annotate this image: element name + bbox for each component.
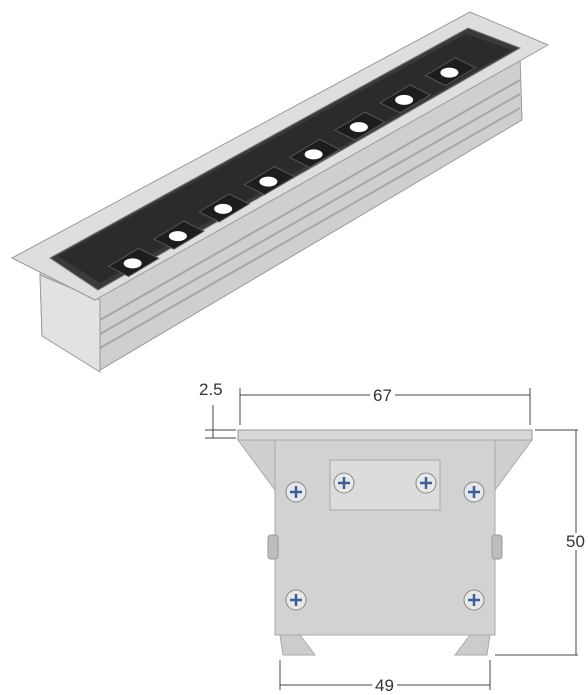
side-knob-left xyxy=(267,534,279,560)
led-array xyxy=(107,57,477,277)
end-view-mounting-plate xyxy=(329,459,441,511)
dim-top-width: 67 xyxy=(370,387,395,404)
screw-icon xyxy=(285,481,307,503)
luminaire-fins xyxy=(99,79,521,349)
dim-bottom-width: 49 xyxy=(372,677,397,694)
led-emitter xyxy=(440,67,459,78)
screw-icon xyxy=(463,481,485,503)
dim-height: 50 xyxy=(563,533,588,550)
side-knob-right xyxy=(491,534,503,560)
screw-icon xyxy=(333,472,355,494)
end-view-left-foot xyxy=(279,634,316,656)
led-emitter xyxy=(214,203,233,214)
led-emitter xyxy=(123,258,142,269)
screws xyxy=(285,472,485,611)
dim-flange: 2.5 xyxy=(196,381,226,398)
led-emitter xyxy=(168,231,187,242)
led-emitter xyxy=(304,149,323,160)
end-view-right-foot xyxy=(454,634,491,656)
screw-icon xyxy=(285,589,307,611)
led-emitter xyxy=(395,94,414,105)
led-emitter xyxy=(349,122,368,133)
screw-icon xyxy=(463,589,485,611)
screw-icon xyxy=(415,472,437,494)
led-emitter xyxy=(259,176,278,187)
end-view-flange xyxy=(237,429,533,441)
